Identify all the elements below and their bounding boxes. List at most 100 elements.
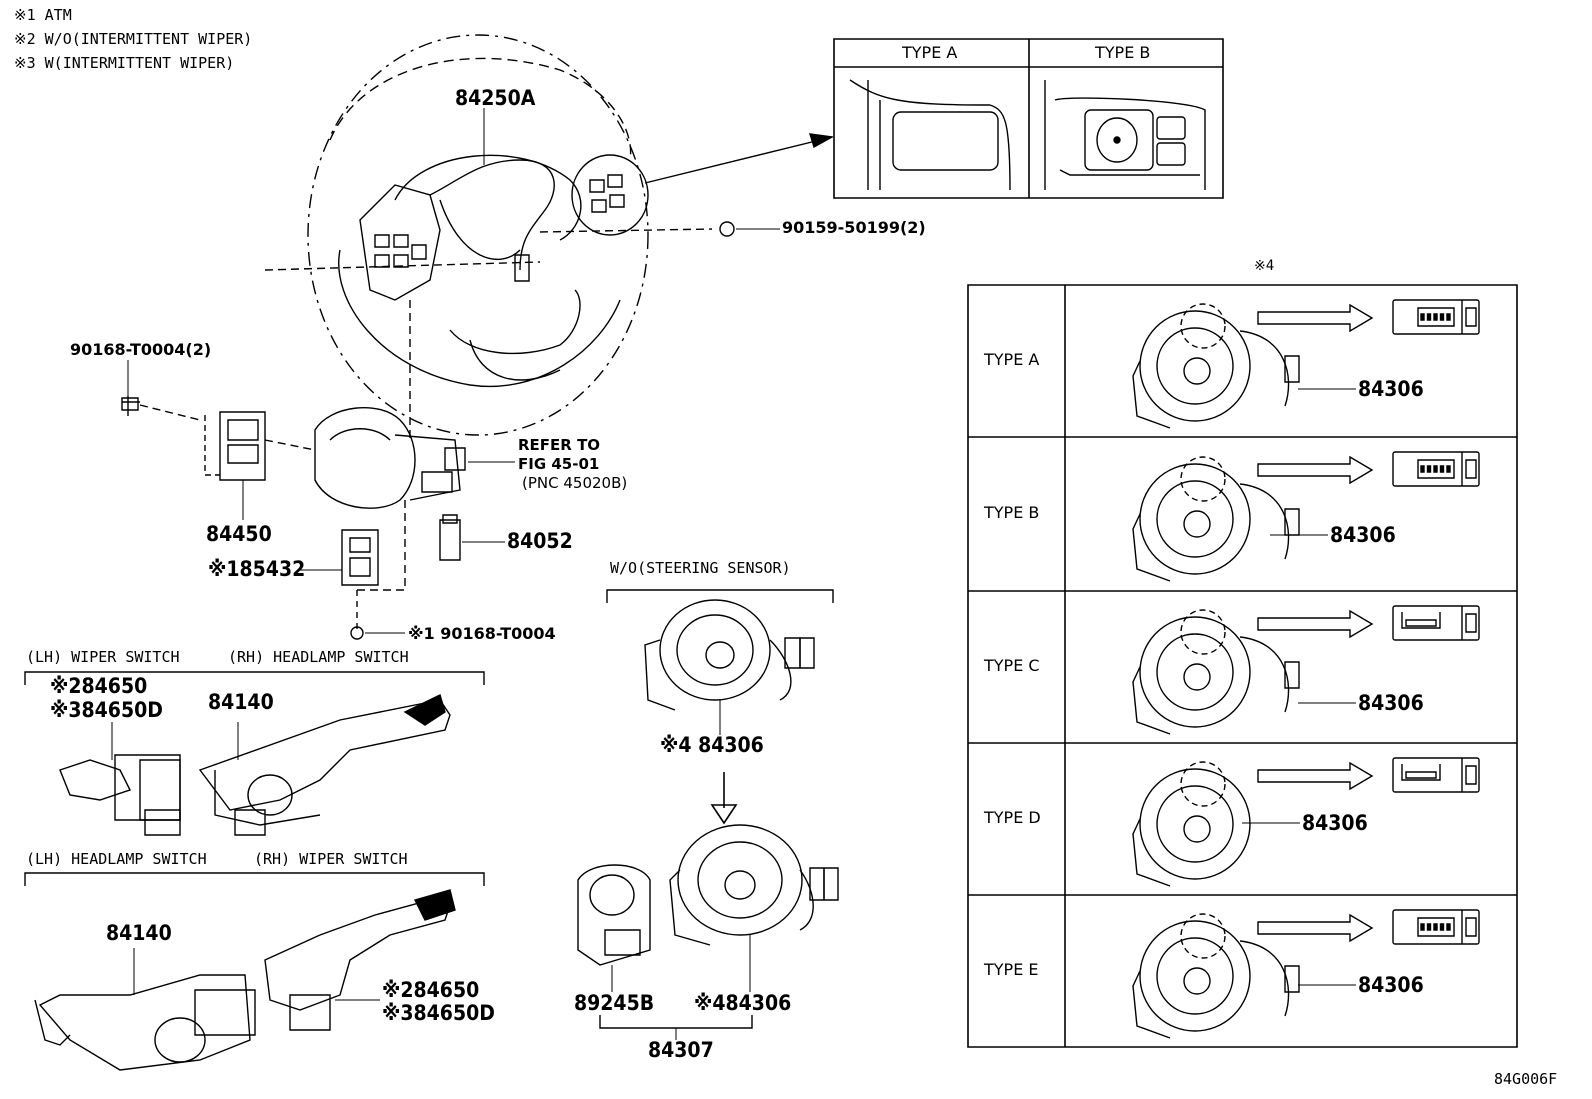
spiral-outer-row-3 [1140, 617, 1250, 727]
spiral-inner-row-1 [1157, 328, 1233, 404]
part-label-84306-row-5: 84306 [1358, 973, 1424, 997]
part-label-90168-left: 90168-T0004(2) [70, 340, 212, 359]
spiral-outer-row-5 [1140, 921, 1250, 1031]
part-label-84052: 84052 [507, 529, 573, 553]
connector-pins-row-5 [1418, 918, 1454, 936]
connector-latch-row-2 [1466, 460, 1476, 478]
arrow-row-4 [1258, 763, 1372, 789]
spiral-bracket-row-2 [1133, 514, 1170, 581]
spiral-hub-row-4 [1184, 816, 1210, 842]
connector-latch-row-5 [1466, 918, 1476, 936]
refer-fig-label: FIG 45-01 [518, 455, 600, 473]
arrow-row-2 [1258, 457, 1372, 483]
note-2: ※2 W/O(INTERMITTENT WIPER) [14, 30, 253, 48]
connector-icon-row-5 [1393, 910, 1479, 944]
part-label-85432: ※185432 [208, 557, 306, 581]
cable-row-3 [1240, 637, 1289, 712]
type-label-row-2: TYPE B [984, 503, 1040, 522]
spiral-inner-row-4 [1157, 786, 1233, 862]
connector-row-3 [1285, 662, 1299, 688]
arrow-row-1 [1258, 305, 1372, 331]
spiral-bracket-row-4 [1133, 819, 1170, 886]
type-b-header: TYPE B [1095, 43, 1151, 62]
connector-slot-row-3 [1406, 620, 1436, 626]
connector-pins-row-1 [1418, 308, 1454, 326]
spiral-bracket-row-1 [1133, 361, 1170, 428]
spiral-outer-row-4 [1140, 769, 1250, 879]
part-label-84306-mid: ※4 84306 [660, 733, 764, 757]
part-label-84140-lower: 84140 [106, 921, 172, 945]
connector-row-5 [1285, 966, 1299, 992]
right-table-mark: ※4 [1254, 258, 1275, 274]
highlight-circle-row-1 [1181, 304, 1225, 348]
right-type-table [968, 285, 1517, 1047]
highlight-circle-row-5 [1181, 914, 1225, 958]
part-label-84306-low: ※484306 [694, 991, 792, 1015]
spiral-hub-row-3 [1184, 664, 1210, 690]
label-wo-steering-sensor: W/O(STEERING SENSOR) [610, 559, 791, 577]
connector-latch-row-4 [1466, 766, 1476, 784]
cable-row-1 [1240, 331, 1289, 406]
part-label-90159: 90159-50199(2) [782, 218, 926, 237]
cable-row-2 [1240, 484, 1289, 559]
connector-row-1 [1285, 356, 1299, 382]
note-3: ※3 W(INTERMITTENT WIPER) [14, 54, 235, 72]
spiral-bracket-row-5 [1133, 971, 1170, 1038]
type-ab-table [834, 39, 1223, 198]
part-label-84306-row-4: 84306 [1302, 811, 1368, 835]
note-1: ※1 ATM [14, 6, 72, 24]
highlight-circle-row-2 [1181, 457, 1225, 501]
label-rh-headlamp-switch: (RH) HEADLAMP SWITCH [228, 648, 409, 666]
spiral-hub-row-1 [1184, 358, 1210, 384]
column-switch-assembly [122, 360, 515, 639]
connector-flat-row-3 [1402, 612, 1440, 628]
spiral-hub-row-2 [1184, 511, 1210, 537]
connector-icon-row-3 [1393, 606, 1479, 640]
part-label-84250a: 84250A [455, 86, 536, 110]
refer-to-label: REFER TO [518, 436, 601, 454]
part-label-84306-row-1: 84306 [1358, 377, 1424, 401]
part-label-84650d-b: ※384650D [382, 1001, 495, 1025]
label-lh-headlamp-switch: (LH) HEADLAMP SWITCH [26, 850, 207, 868]
connector-pins-row-2 [1418, 460, 1454, 478]
spiral-bracket-row-3 [1133, 667, 1170, 734]
refer-pnc-label: (PNC 45020B) [522, 474, 628, 492]
cable-row-5 [1240, 941, 1289, 1016]
connector-icon-row-2 [1393, 452, 1479, 486]
highlight-circle-row-3 [1181, 610, 1225, 654]
connector-latch-row-1 [1466, 308, 1476, 326]
connector-latch-row-3 [1466, 614, 1476, 632]
figure-code: 84G006F [1494, 1070, 1558, 1088]
switch-group-lower [25, 873, 484, 1070]
spiral-inner-row-5 [1157, 938, 1233, 1014]
arrow-row-3 [1258, 611, 1372, 637]
connector-icon-row-4 [1393, 758, 1479, 792]
switch-group-upper [25, 672, 484, 835]
spiral-hub-row-5 [1184, 968, 1210, 994]
connector-flat-row-4 [1402, 764, 1440, 780]
label-rh-wiper-switch: (RH) WIPER SWITCH [254, 850, 408, 868]
type-label-row-1: TYPE A [984, 350, 1040, 369]
part-label-84307: 84307 [648, 1038, 714, 1062]
part-label-84650d: ※384650D [50, 698, 163, 722]
type-label-row-3: TYPE C [984, 656, 1040, 675]
connector-slot-row-4 [1406, 772, 1436, 778]
type-label-row-4: TYPE D [984, 808, 1041, 827]
part-label-84306-row-3: 84306 [1358, 691, 1424, 715]
part-label-89245b: 89245B [574, 991, 655, 1015]
arrow-row-5 [1258, 915, 1372, 941]
spiral-outer-row-2 [1140, 464, 1250, 574]
part-label-90168-lower: ※1 90168-T0004 [408, 624, 556, 643]
highlight-circle-row-4 [1181, 762, 1225, 806]
part-label-84650-b: ※284650 [382, 978, 480, 1002]
type-a-header: TYPE A [902, 43, 958, 62]
label-lh-wiper-switch: (LH) WIPER SWITCH [26, 648, 180, 666]
part-label-84306-row-2: 84306 [1330, 523, 1396, 547]
spiral-inner-row-3 [1157, 634, 1233, 710]
part-label-84450: 84450 [206, 522, 272, 546]
spiral-cable-group [578, 590, 838, 1040]
part-label-84140-upper: 84140 [208, 690, 274, 714]
